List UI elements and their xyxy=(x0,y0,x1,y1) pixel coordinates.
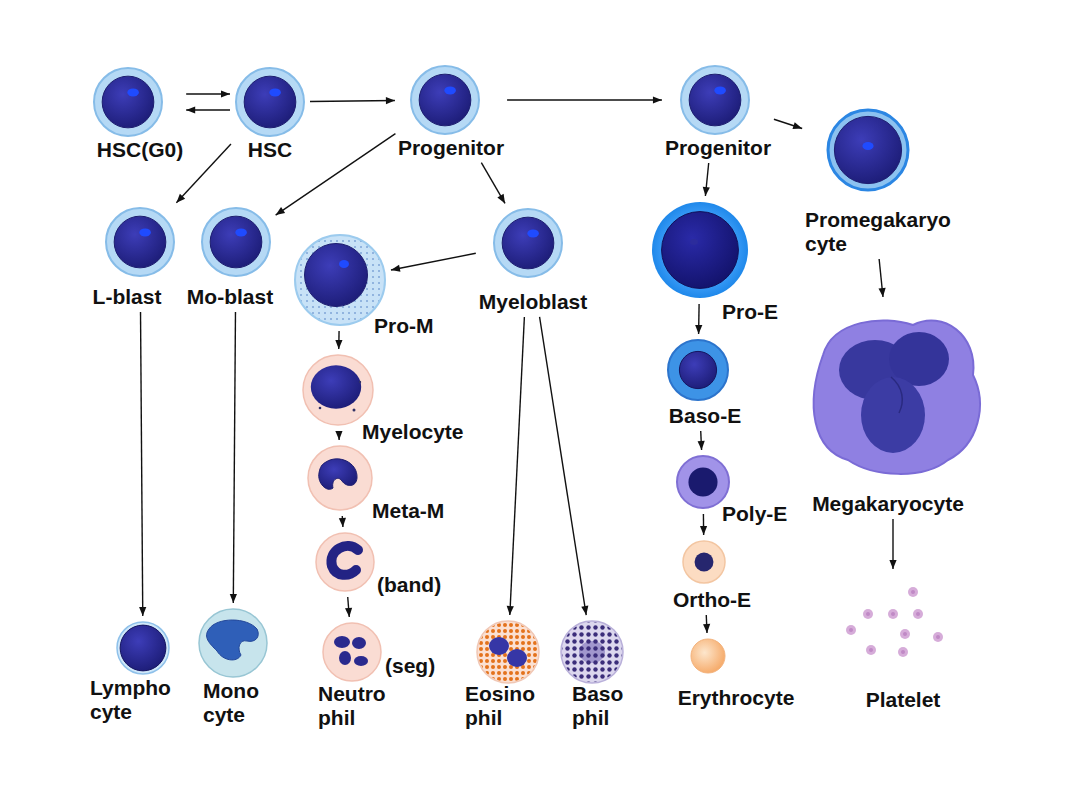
arrow-connector xyxy=(186,93,230,94)
cell-node: Mono cyte xyxy=(196,606,283,727)
cell-label: Myeloblast xyxy=(479,290,588,314)
cell-label: Erythrocyte xyxy=(678,686,795,710)
cell-label: Myelocyte xyxy=(362,420,464,444)
cell-label: Progenitor xyxy=(665,136,771,160)
cell-illustration xyxy=(196,606,270,680)
cell-illustration xyxy=(825,107,911,193)
cell-node: Platelet xyxy=(843,572,943,712)
cell-node: Erythrocyte xyxy=(678,636,795,710)
cell-label: Neutro phil xyxy=(318,682,403,730)
cell-illustration xyxy=(233,65,307,139)
cell-node: Baso phil xyxy=(558,618,642,730)
arrow-connector xyxy=(141,312,143,616)
cell-node: Pro-M xyxy=(292,232,434,338)
arrow-connector xyxy=(879,259,883,297)
arrow-connector xyxy=(338,431,340,440)
cell-illustration xyxy=(103,205,177,279)
cell-illustration xyxy=(313,530,377,594)
cell-label: Megakaryocyte xyxy=(812,492,964,516)
cell-node: Progenitor xyxy=(398,63,504,160)
arrow-connector xyxy=(186,109,230,110)
cell-node: Meta-M xyxy=(305,443,444,523)
arrow-connector xyxy=(507,99,662,100)
cell-label: Poly-E xyxy=(722,502,787,526)
cell-node: Mo-blast xyxy=(187,205,273,309)
cell-label: Pro-M xyxy=(374,314,434,338)
cell-label: Lympho cyte xyxy=(90,676,175,724)
cell-illustration xyxy=(491,206,565,280)
arrow-connector xyxy=(310,100,395,102)
arrow-connector xyxy=(774,119,802,128)
cell-illustration xyxy=(678,63,752,137)
cell-node: Myelocyte xyxy=(300,352,464,444)
arrow-connector xyxy=(481,163,505,204)
cell-node: (seg) Neutro phil xyxy=(318,620,435,730)
arrow-connector xyxy=(700,431,702,450)
arrow-connector xyxy=(338,331,340,349)
cell-node: Eosino phil xyxy=(465,618,555,730)
cell-node: Pro-E xyxy=(649,199,778,324)
cell-node: Lympho cyte xyxy=(90,619,175,724)
arrow-connector xyxy=(342,516,344,527)
arrow-connector xyxy=(391,253,476,270)
cell-illustration xyxy=(680,538,728,586)
arrow-connector xyxy=(540,317,587,615)
cell-node: HSC(G0) xyxy=(91,65,183,162)
cell-illustration xyxy=(91,65,165,139)
arrow-connector xyxy=(705,163,708,196)
arrow-connector xyxy=(348,597,350,617)
cell-node: HSC xyxy=(233,65,307,162)
cell-label: Pro-E xyxy=(722,300,778,324)
arrow-connector xyxy=(703,514,705,535)
cell-label: Progenitor xyxy=(398,136,504,160)
cell-node: Megakaryocyte xyxy=(798,300,988,516)
cell-node: Progenitor xyxy=(665,63,771,160)
cell-illustration xyxy=(558,618,626,686)
cell-illustration xyxy=(305,443,375,513)
cell-node: Promegakaryo cyte xyxy=(805,107,975,256)
cell-label: Mono cyte xyxy=(203,679,283,727)
cell-illustration xyxy=(798,300,988,490)
cell-label: HSC(G0) xyxy=(97,138,183,162)
cell-label: Baso phil xyxy=(572,682,642,730)
cell-label: Promegakaryo cyte xyxy=(805,208,975,256)
cell-node: L-blast xyxy=(93,205,177,309)
cell-label: Meta-M xyxy=(372,499,444,523)
cell-node: Poly-E xyxy=(674,453,787,526)
cell-node: Ortho-E xyxy=(673,538,751,612)
cell-illustration xyxy=(665,337,731,403)
cell-illustration xyxy=(843,572,943,672)
cell-node: Baso-E xyxy=(665,337,741,428)
cell-node: (band) xyxy=(313,530,441,597)
arrow-connector xyxy=(892,519,893,569)
arrow-connector xyxy=(698,304,700,334)
cell-illustration xyxy=(649,199,751,301)
cell-node: Myeloblast xyxy=(479,206,588,314)
cell-label: Ortho-E xyxy=(673,588,751,612)
arrow-connector xyxy=(233,312,235,603)
cell-label: (band) xyxy=(377,573,441,597)
cell-illustration xyxy=(320,620,384,684)
cell-label: HSC xyxy=(248,138,292,162)
cell-illustration xyxy=(688,636,728,676)
arrow-connector xyxy=(510,317,525,615)
arrow-connector xyxy=(706,615,708,633)
arrow-connector xyxy=(176,144,231,203)
cell-illustration xyxy=(199,205,273,279)
cell-illustration xyxy=(474,618,542,686)
arrow-connector xyxy=(276,134,396,215)
cell-illustration xyxy=(114,619,172,677)
cell-label: Baso-E xyxy=(669,404,741,428)
cell-illustration xyxy=(300,352,376,428)
cell-illustration xyxy=(292,232,388,328)
cell-label: Eosino phil xyxy=(465,682,555,730)
cell-label: Mo-blast xyxy=(187,285,273,309)
cell-label: Platelet xyxy=(866,688,941,712)
cell-label: (seg) xyxy=(385,654,435,678)
cell-label: L-blast xyxy=(93,285,162,309)
cell-illustration xyxy=(408,63,482,137)
